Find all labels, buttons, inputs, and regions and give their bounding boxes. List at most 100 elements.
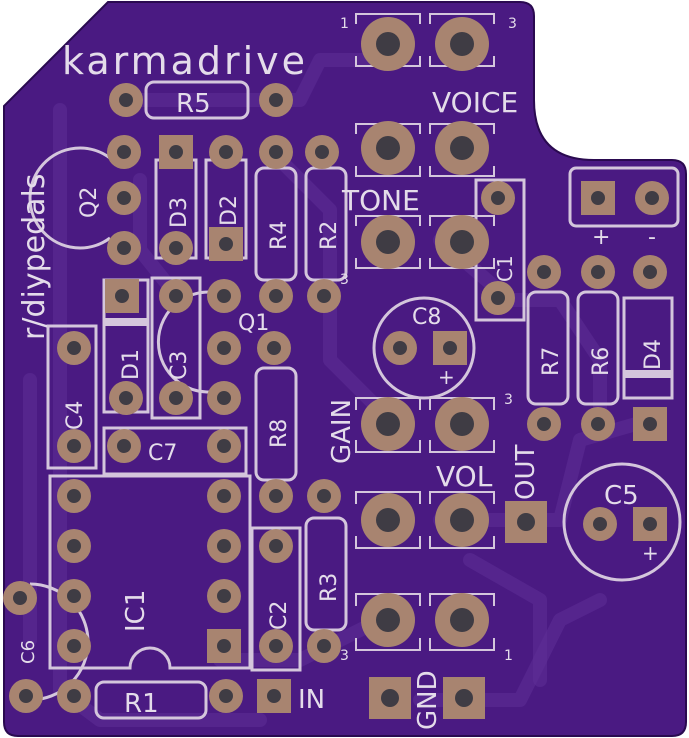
drill-hole [317,489,331,503]
drill-hole [269,639,283,653]
label-c1: C1 [493,255,517,282]
drill-hole [13,591,27,605]
drill-hole [117,145,131,159]
drill-hole [169,145,183,159]
pin3-gain: 3 [504,392,513,408]
drill-hole [219,237,233,251]
c8-outline [372,296,476,400]
r6-outline [576,290,620,406]
drill-hole [376,32,400,56]
r7-outline [526,290,570,406]
label-c7: C7 [148,441,177,466]
drill-hole [381,689,399,707]
drill-hole [19,689,33,703]
drill-hole [643,517,657,531]
drill-hole [450,136,474,160]
label-c6: C6 [18,640,39,664]
label-r1: R1 [124,689,159,719]
label-tone: TONE [341,184,420,217]
label-d3: D3 [167,197,192,228]
drill-hole [269,289,283,303]
label-r2: R2 [317,221,342,250]
pin3-vol: 3 [340,648,349,664]
drill-hole [376,136,400,160]
drill-hole [269,145,283,159]
q1-outline [156,290,229,394]
board-credit: r/diypedals [17,174,52,340]
c2-outline [250,526,302,672]
r1-outline [94,680,208,720]
label-c2: C2 [267,601,292,630]
label-q1: Q1 [238,311,269,336]
drill-hole [591,417,605,431]
label-c8: C8 [412,305,441,330]
r5-outline [144,80,250,120]
drill-hole [217,539,231,553]
drill-hole [67,639,81,653]
pin1-voice: 1 [340,16,349,32]
drill-hole [491,191,505,205]
drill-hole [317,289,331,303]
power-plus: + [592,225,610,250]
drill-hole [269,489,283,503]
drill-hole [269,93,283,107]
drill-hole [117,191,131,205]
drill-hole [169,289,183,303]
drill-hole [591,265,605,279]
drill-hole [119,93,133,107]
label-gain: GAIN [327,399,357,464]
drill-hole [67,539,81,553]
label-d4: D4 [641,339,666,370]
c8-plus: + [438,365,455,389]
label-c5: C5 [604,481,639,511]
ic1-outline [48,474,252,670]
drill-hole [169,391,183,405]
drill-hole [219,145,233,159]
drill-hole [450,412,474,436]
drill-hole [450,608,474,632]
label-d1: D1 [119,349,144,380]
drill-hole [537,265,551,279]
drill-hole [376,508,400,532]
drill-hole [593,517,607,531]
drill-hole [269,539,283,553]
drill-hole [376,230,400,254]
drill-hole [643,265,657,279]
label-d2: D2 [217,195,242,226]
drill-hole [67,341,81,355]
q2-outline [28,146,111,250]
drill-hole [67,589,81,603]
drill-hole [376,608,400,632]
label-r8: R8 [267,419,292,448]
drill-hole [315,145,329,159]
c5-plus: + [642,541,659,565]
power-minus: - [648,225,656,250]
drill-hole [217,289,231,303]
drill-hole [217,639,231,653]
label-c3: C3 [167,351,192,380]
drill-hole [169,241,183,255]
c5-outline [562,462,682,582]
drill-hole [450,508,474,532]
drill-hole [217,439,231,453]
d1-band [104,318,148,326]
c4-outline [46,324,98,470]
c7-outline [102,426,248,476]
label-in: IN [298,685,325,715]
power-header-outline [568,166,680,228]
drill-hole [491,291,505,305]
drill-hole [217,341,231,355]
d4-band [624,370,672,378]
label-r7: R7 [539,347,564,376]
drill-hole [117,241,131,255]
drill-hole [119,391,133,405]
drill-hole [217,391,231,405]
drill-hole [67,439,81,453]
drill-hole [450,32,474,56]
label-r4: R4 [267,221,292,250]
drill-hole [537,417,551,431]
pads [3,17,669,719]
drill-hole [591,191,605,205]
drill-hole [443,341,457,355]
